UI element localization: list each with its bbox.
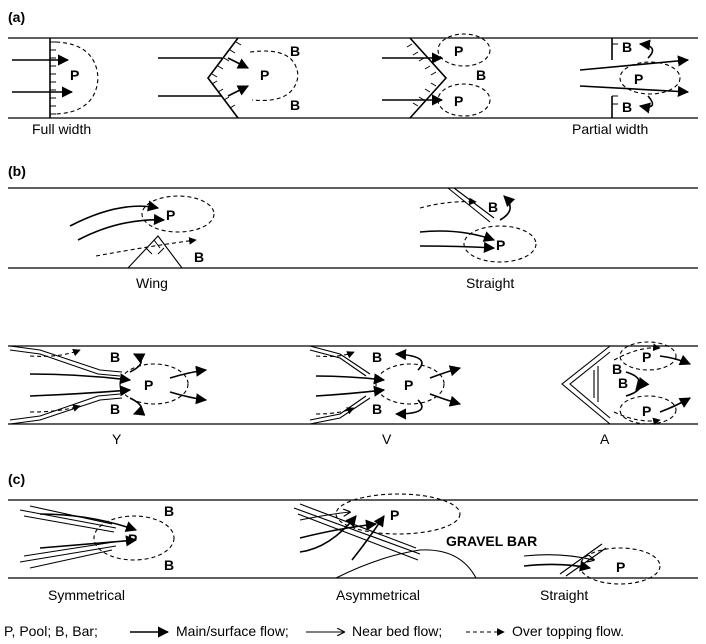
- partial-width-structure: B P B: [579, 38, 690, 118]
- bar-label: B: [194, 249, 204, 265]
- pool-label: P: [260, 67, 269, 83]
- pool-label: P: [70, 67, 79, 83]
- legend-near-bed-flow: Near bed flow;: [352, 623, 442, 639]
- bar-label: B: [488, 199, 498, 215]
- pool-label: P: [496, 237, 505, 253]
- asymmetrical-caption: Asymmetrical: [336, 587, 420, 603]
- inverted-v-weir: P P B: [382, 33, 491, 119]
- full-width-weir: P: [12, 38, 99, 118]
- legend-main-flow: Main/surface flow;: [176, 623, 289, 639]
- panel-b-lower: B P B Y B P B V: [8, 341, 698, 447]
- pool-label: P: [144, 377, 153, 393]
- panel-c: (c) P B B Symmetrical: [8, 471, 698, 603]
- bar-label: B: [372, 349, 382, 365]
- bar-label: B: [618, 375, 628, 391]
- straight-caption: Straight: [466, 275, 514, 291]
- gravel-bar-label: GRAVEL BAR: [446, 533, 537, 549]
- legend-key: P, Pool; B, Bar;: [4, 623, 98, 639]
- pool-label: P: [166, 207, 175, 223]
- v-caption: V: [382, 431, 392, 447]
- bar-label: B: [612, 361, 622, 377]
- bar-label: B: [164, 503, 174, 519]
- pool-label: P: [454, 93, 463, 109]
- pool-label: P: [390, 507, 399, 523]
- symmetrical-caption: Symmetrical: [48, 587, 125, 603]
- bar-label: B: [110, 401, 120, 417]
- v-weir: P B B: [158, 37, 300, 119]
- panel-b: (b) P B Wing B P Straight: [8, 163, 698, 291]
- bar-label: B: [164, 557, 174, 573]
- y-structure: B P B: [9, 345, 208, 425]
- bar-label: B: [622, 39, 632, 55]
- bar-label: B: [290, 97, 300, 113]
- pool-label: P: [634, 71, 643, 87]
- pool-label: P: [454, 43, 463, 59]
- v-structure: B P B: [309, 345, 462, 425]
- a-caption: A: [600, 431, 610, 447]
- pool-label: P: [642, 403, 651, 419]
- legend-over-topping-flow: Over topping flow.: [512, 623, 624, 639]
- y-caption: Y: [112, 431, 122, 447]
- bar-label: B: [372, 401, 382, 417]
- symmetrical-log-structure: P B B: [19, 503, 175, 573]
- bar-label: B: [110, 349, 120, 365]
- panel-a: (a) P Full width P B B: [8, 9, 698, 137]
- panel-a-tag: (a): [8, 9, 25, 25]
- straight-log-structure: P: [523, 543, 661, 585]
- bar-label: B: [290, 43, 300, 59]
- straight-caption-c: Straight: [540, 587, 588, 603]
- straight-deflector: B P: [419, 187, 537, 263]
- legend: P, Pool; B, Bar; Main/surface flow; Near…: [4, 623, 624, 639]
- pool-label: P: [404, 377, 413, 393]
- panel-b-tag: (b): [8, 163, 26, 179]
- pool-label: P: [642, 349, 651, 365]
- a-structure: P B B P: [561, 341, 692, 426]
- bar-label: B: [622, 99, 632, 115]
- pool-label: P: [616, 559, 625, 575]
- bar-label: B: [476, 67, 486, 83]
- full-width-caption: Full width: [32, 121, 91, 137]
- partial-width-caption: Partial width: [572, 121, 648, 137]
- wing-deflector: P B: [69, 195, 215, 269]
- pool-label: P: [128, 531, 137, 547]
- wing-caption: Wing: [136, 275, 168, 291]
- asymmetrical-log-structure: P GRAVEL BAR: [293, 493, 537, 579]
- panel-c-tag: (c): [8, 471, 25, 487]
